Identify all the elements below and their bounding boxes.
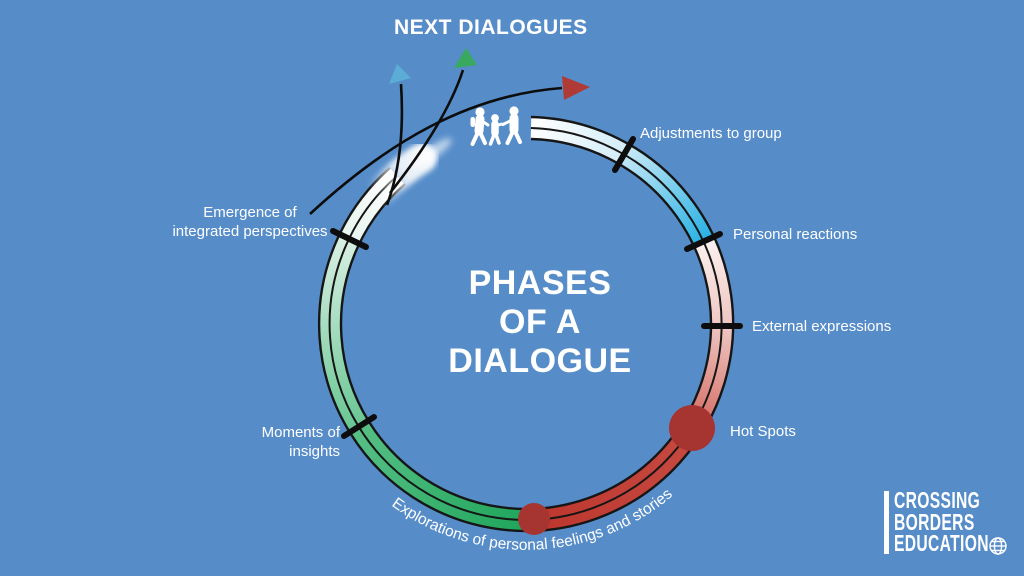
arrow-line-red	[309, 86, 563, 215]
ring-track-lines	[317, 115, 735, 533]
next-dialogues-title: NEXT DIALOGUES	[394, 16, 588, 39]
walking-people-icon	[470, 106, 522, 146]
arrowhead-blue-icon	[389, 64, 411, 84]
phase-label-moments: Moments of insights	[261, 424, 340, 460]
phase-label-emergence: Emergence of integrated perspectives	[172, 204, 328, 240]
diagram-title-line3: DIALOGUE	[448, 342, 632, 380]
arrowhead-red-icon	[562, 76, 590, 100]
phase-divider-tick	[612, 136, 636, 173]
phase-label-adjustments: Adjustments to group	[640, 125, 782, 142]
ring-inner-edge	[339, 137, 713, 511]
diagram-title: PHASES OF A DIALOGUE	[420, 264, 660, 381]
phase-divider-tick	[330, 228, 369, 250]
logo-wordmark: CROSSING BORDERS EDUCATION	[894, 487, 989, 556]
logo-line1: CROSSING	[894, 487, 981, 513]
ring-outer-edge	[317, 115, 735, 533]
phase-label-hot-spots: Hot Spots	[730, 423, 796, 440]
phase-arc-explorations	[349, 421, 534, 532]
arrowhead-green-icon	[454, 48, 477, 68]
phase-dividers	[330, 136, 743, 439]
phase-label-personal-reactions: Personal reactions	[733, 226, 858, 243]
logo-line3: EDUCATION	[894, 530, 989, 556]
diagram-title-line2: OF A	[499, 303, 581, 341]
ring-middle-line	[328, 127, 723, 521]
phase-divider-tick	[684, 231, 723, 252]
phase-arc-adjustments	[618, 144, 714, 246]
next-dialogue-arrows	[309, 48, 590, 215]
phase-divider-tick	[341, 414, 377, 439]
globe-icon	[989, 537, 1007, 555]
hot-spot-marker-large	[669, 405, 715, 451]
ring-fadeout-wisp	[412, 138, 452, 168]
phase-label-external-expressions: External expressions	[752, 318, 892, 335]
diagram-title-line1: PHASES	[468, 264, 612, 302]
logo-line2: BORDERS	[894, 508, 975, 535]
crossing-borders-education-logo: CROSSING BORDERS EDUCATION	[884, 489, 1024, 559]
hot-spot-marker-small	[518, 503, 550, 535]
arrow-line-green	[388, 69, 465, 194]
logo-vertical-bar	[884, 491, 889, 554]
